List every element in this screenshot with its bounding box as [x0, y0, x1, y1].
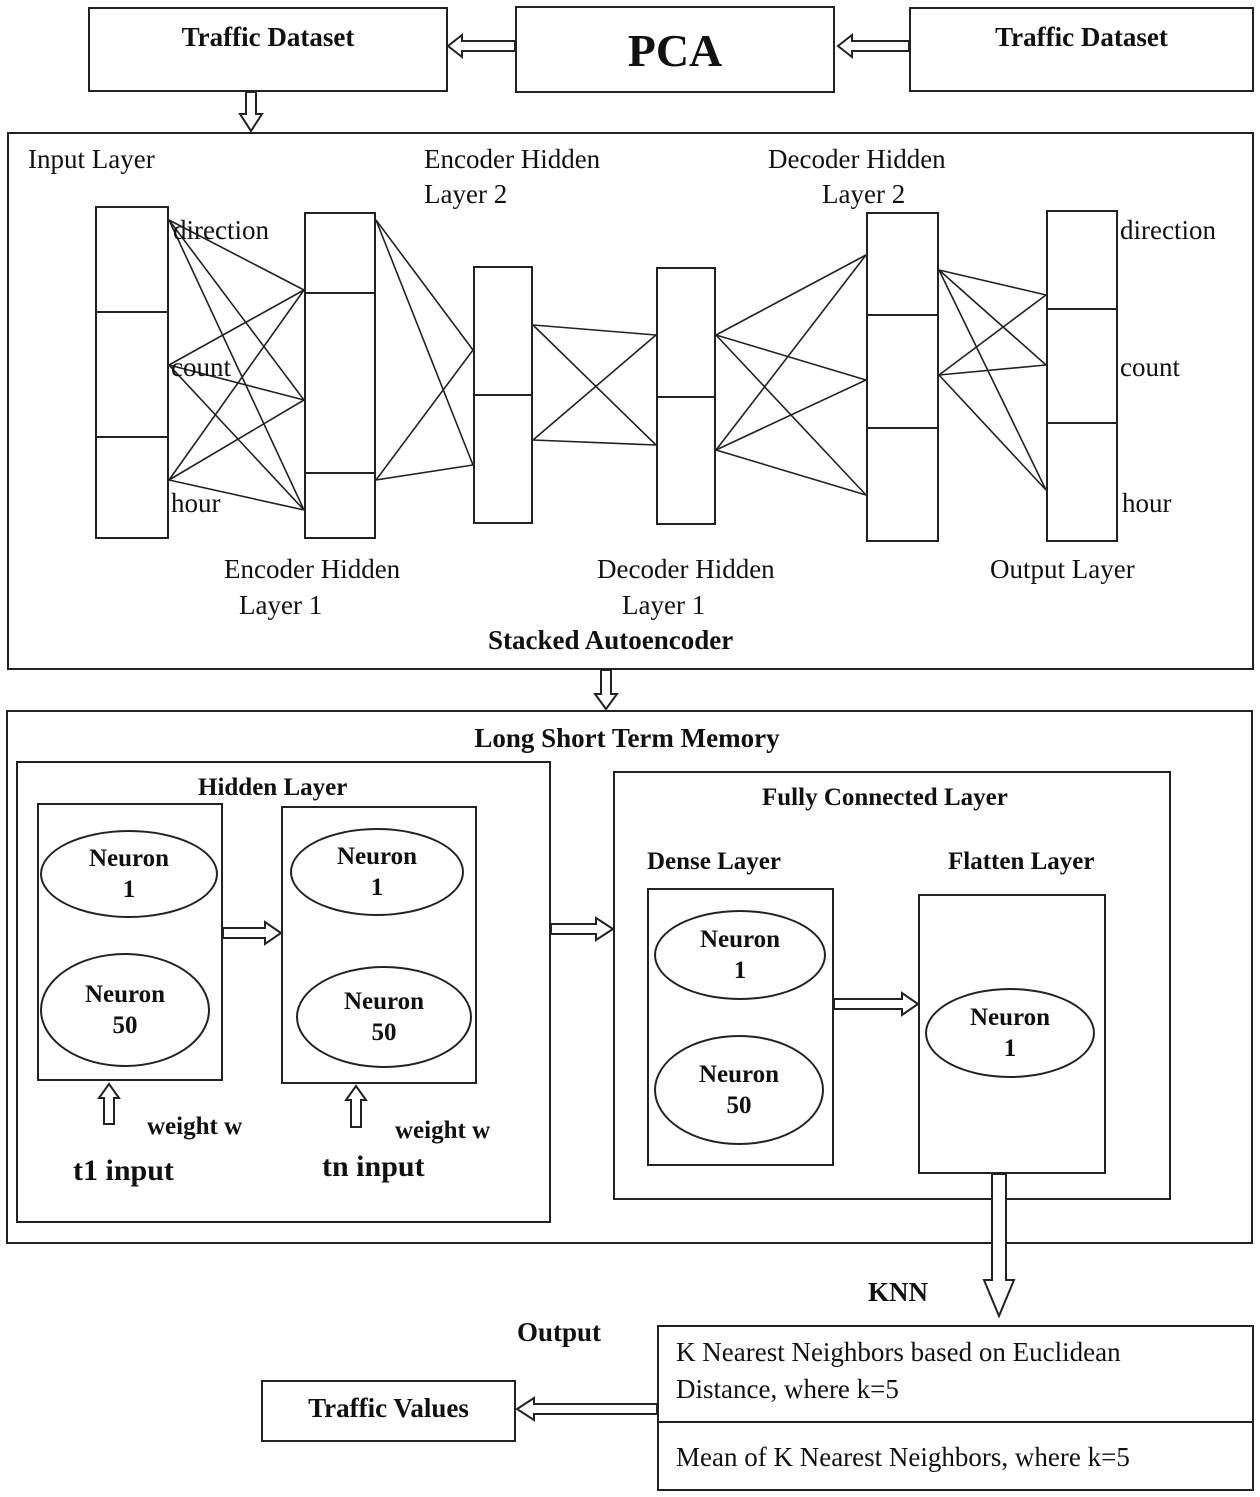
output-feature-hour: hour: [1122, 488, 1172, 518]
decoder-hidden-layer-2-label-line2: Layer 2: [822, 179, 906, 209]
input-layer-column: [95, 206, 169, 539]
connection-line: [168, 479, 305, 511]
traffic-values-label: Traffic Values: [308, 1393, 469, 1423]
encoder-hidden-layer-1-label-line2: Layer 1: [239, 590, 323, 620]
connection-line: [375, 464, 474, 481]
connection-line: [938, 374, 1047, 491]
decoder-hidden-layer-1-label-line1: Decoder Hidden: [597, 554, 775, 584]
knn-label: KNN: [868, 1277, 928, 1307]
connection-line: [168, 219, 305, 511]
input-feature-direction: direction: [173, 215, 269, 245]
decoder-hidden-layer-1-label-line2: Layer 1: [622, 590, 706, 620]
input-layer-label: Input Layer: [28, 144, 155, 174]
knn-mean-description: Mean of K Nearest Neighbors, where k=5: [676, 1442, 1130, 1472]
connection-line: [375, 219, 474, 466]
encoder-hidden-layer-1-label-line1: Encoder Hidden: [224, 554, 401, 584]
encoder-hidden-layer-1-column: [304, 212, 376, 539]
decoder-hidden-layer-1-column: [656, 267, 716, 525]
knn-box: [657, 1325, 1254, 1491]
traffic-values-box: Traffic Values: [261, 1380, 516, 1442]
decoder-hidden-layer-2-column: [866, 212, 939, 542]
connection-line: [532, 334, 657, 441]
encoder-hidden-layer-2-label-line1: Encoder Hidden: [424, 144, 601, 174]
output-feature-direction: direction: [1120, 215, 1216, 245]
lstm-title: Long Short Term Memory: [474, 723, 780, 753]
dense-layer-title: Dense Layer: [647, 848, 781, 875]
encoder-hidden-layer-2-column: [473, 266, 533, 524]
connection-line: [168, 399, 305, 481]
encoder-hidden-layer-2-label-line2: Layer 2: [424, 179, 508, 209]
fully-connected-layer-title: Fully Connected Layer: [762, 784, 1008, 811]
connection-line: [715, 379, 867, 451]
weight-label-tn: weight w: [395, 1117, 491, 1144]
connection-line: [375, 349, 474, 481]
connection-line: [532, 324, 657, 336]
knn-description-line1: K Nearest Neighbors based on Euclidean: [676, 1337, 1121, 1367]
connection-line: [938, 269, 1047, 491]
connection-line: [168, 219, 305, 291]
connection-line: [715, 334, 867, 381]
tn-input-label: tn input: [322, 1150, 425, 1183]
input-feature-count: count: [171, 352, 231, 382]
connection-line: [168, 364, 305, 401]
stacked-autoencoder-title: Stacked Autoencoder: [488, 625, 734, 655]
connection-line: [938, 364, 1047, 376]
connection-line: [715, 254, 867, 451]
pca-label: PCA: [627, 25, 723, 76]
input-feature-hour: hour: [171, 488, 221, 518]
output-feature-count: count: [1120, 352, 1180, 382]
connection-line: [375, 219, 474, 351]
traffic-dataset-left-box: Traffic Dataset: [88, 7, 448, 92]
connection-line: [715, 254, 867, 336]
knn-description-line2: Distance, where k=5: [676, 1374, 899, 1404]
connection-line: [715, 449, 867, 496]
output-label: Output: [517, 1317, 602, 1347]
connection-line: [168, 364, 305, 511]
weight-label-t1: weight w: [147, 1113, 243, 1140]
connection-line: [532, 439, 657, 446]
traffic-dataset-left-label: Traffic Dataset: [181, 22, 355, 52]
traffic-dataset-right-label: Traffic Dataset: [995, 22, 1168, 52]
flatten-layer-title: Flatten Layer: [948, 848, 1095, 875]
connection-line: [532, 324, 657, 446]
connection-line: [938, 269, 1047, 366]
hidden-layer-title: Hidden Layer: [198, 774, 348, 801]
output-layer-label: Output Layer: [990, 554, 1135, 584]
connection-line: [938, 269, 1047, 296]
connection-line: [168, 289, 305, 366]
pca-box: PCA: [515, 6, 835, 93]
traffic-dataset-right-box: Traffic Dataset: [909, 7, 1254, 92]
t1-input-label: t1 input: [73, 1154, 174, 1187]
decoder-hidden-layer-2-label-line1: Decoder Hidden: [768, 144, 946, 174]
connection-line: [168, 289, 305, 481]
connection-line: [938, 294, 1047, 376]
output-layer-column: [1046, 210, 1118, 542]
connection-line: [168, 219, 305, 401]
